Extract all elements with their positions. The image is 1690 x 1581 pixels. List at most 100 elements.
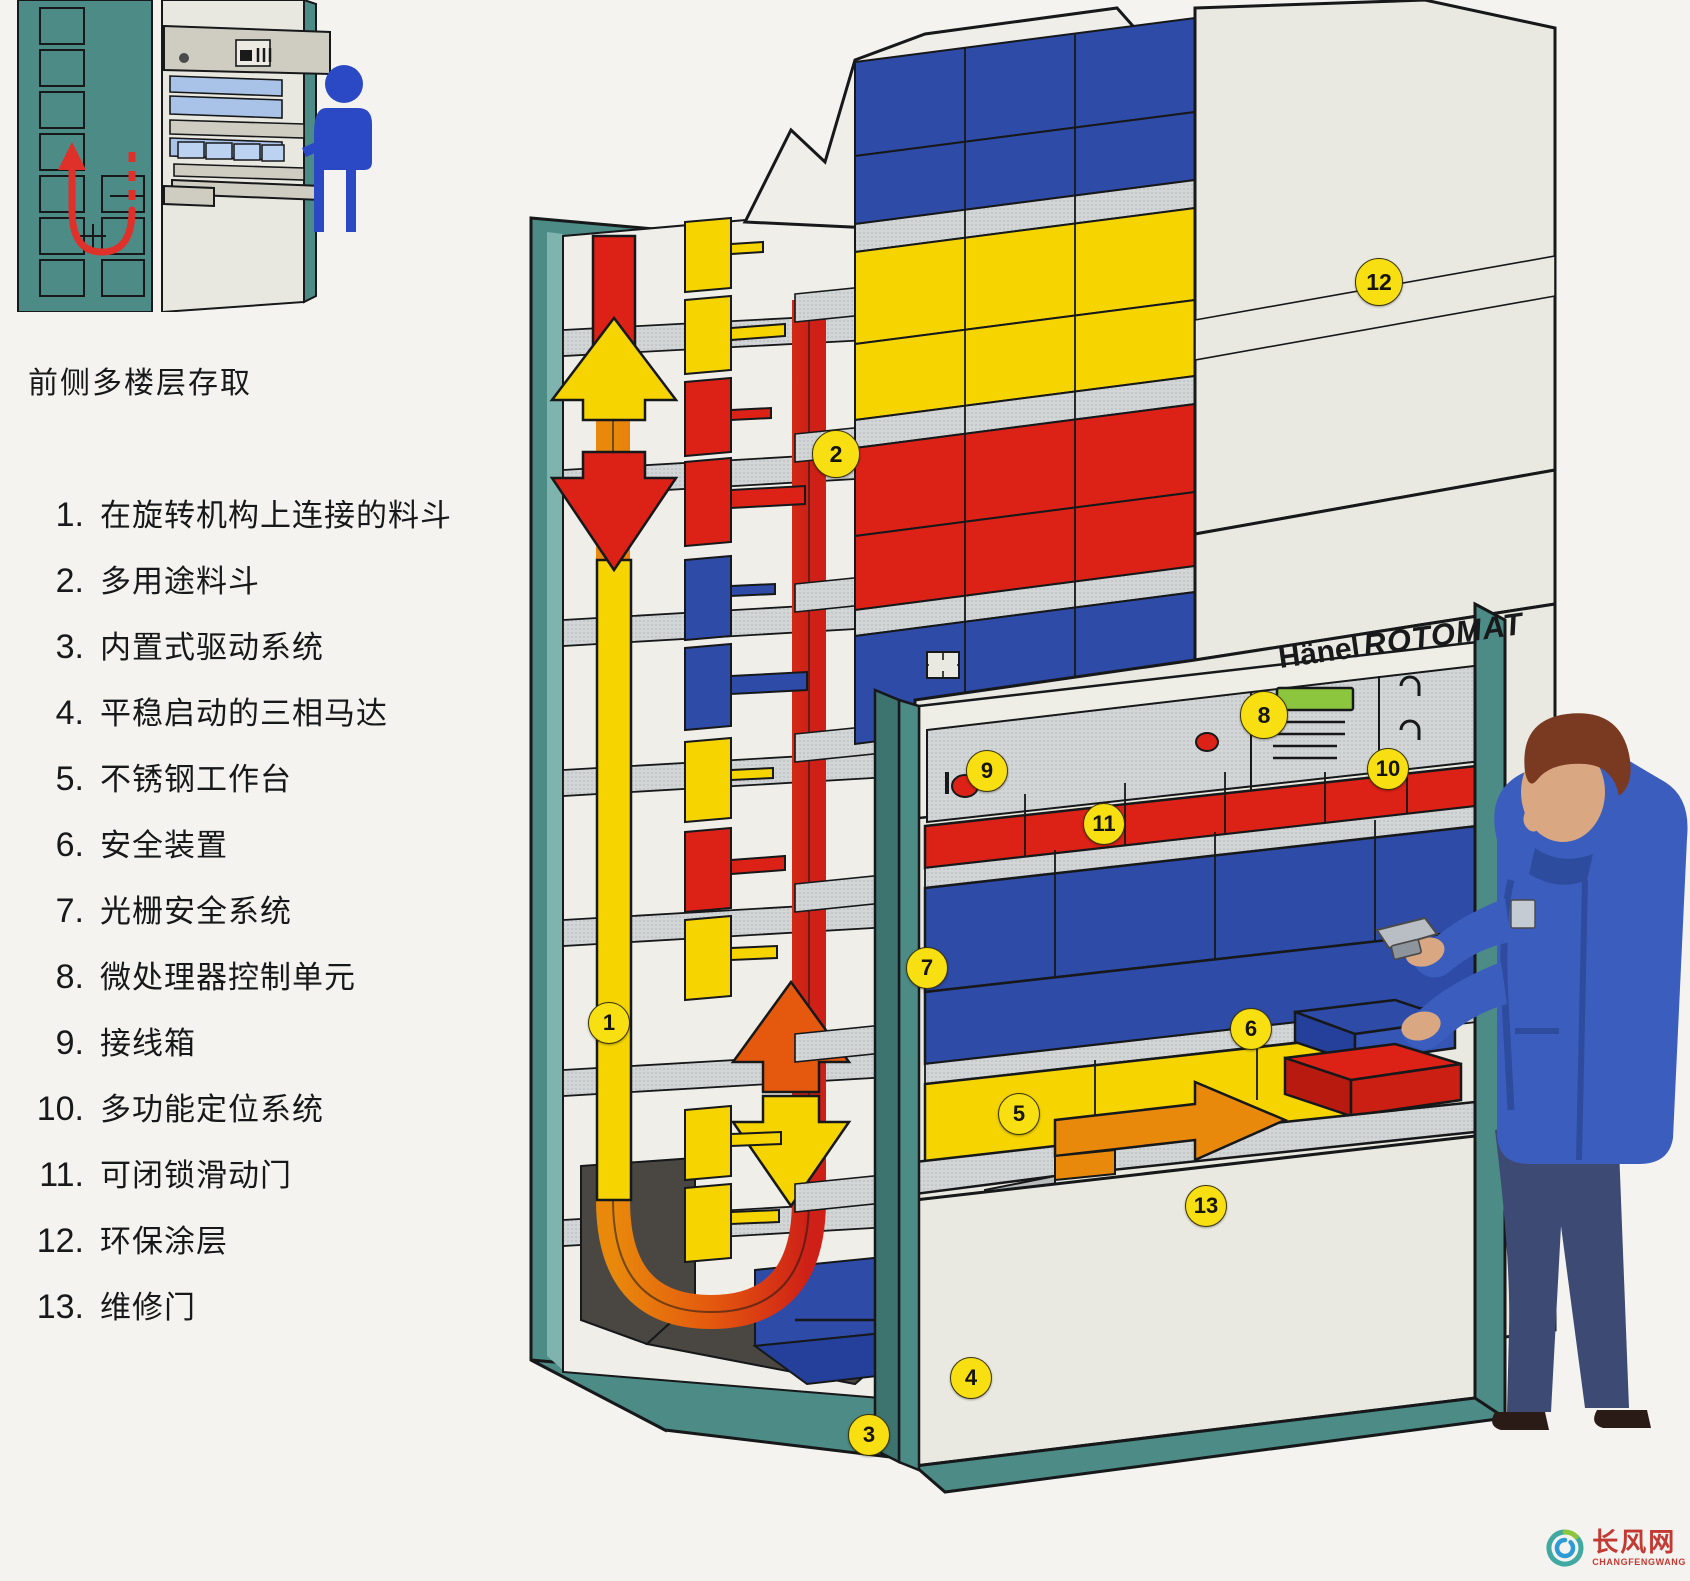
inset-shelf-tray	[173, 163, 305, 181]
inset-shelf-tray	[169, 119, 305, 139]
carrier-lip	[730, 484, 806, 510]
legend-item: 12. 环保涂层	[22, 1216, 492, 1262]
callout-8[interactable]: 8	[1240, 691, 1288, 739]
legend-item-number: 9.	[55, 1024, 84, 1062]
carrier-lip	[730, 766, 774, 782]
callout-10[interactable]: 10	[1367, 748, 1409, 790]
callout-4[interactable]: 4	[950, 1357, 992, 1399]
legend-item-number: 7.	[55, 892, 84, 930]
callout-11[interactable]: 11	[1083, 803, 1125, 845]
legend-item-number: 2.	[55, 562, 84, 600]
carrier-lip	[730, 670, 808, 696]
inset-diagram	[14, 0, 394, 314]
flow-arrowhead-up-yellow	[549, 315, 679, 422]
carrier-bin-yellow	[684, 216, 732, 294]
legend-item-label: 维修门	[100, 1290, 196, 1326]
coat-seam	[1576, 879, 1588, 1161]
worker-hand-right	[1401, 1011, 1441, 1041]
barcode-scanner	[1375, 916, 1439, 950]
worker-id-badge	[1510, 899, 1536, 929]
lcd-display	[1275, 686, 1355, 712]
legend-panel: 前侧多楼层存取 1. 在旋转机构上连接的料斗 2. 多用途料斗 3. 内置式驱动…	[22, 358, 492, 1348]
watermark-text: 长风网 CHANGFENGWANG	[1592, 1530, 1686, 1567]
legend-item: 10. 多功能定位系统	[22, 1084, 492, 1130]
legend-item-label: 接线箱	[100, 1026, 196, 1062]
inset-bin-outlines	[39, 7, 145, 297]
callout-9[interactable]: 9	[966, 750, 1008, 792]
inset-parts-boxes	[177, 141, 285, 162]
flow-arrowhead-down-yellow	[730, 1094, 852, 1209]
inset-flow-arrowhead	[58, 142, 86, 170]
callout-12[interactable]: 12	[1355, 258, 1403, 306]
safety-arrow-tail	[1054, 1148, 1116, 1182]
carrier-lip	[730, 1208, 780, 1226]
inset-operator-figure	[302, 65, 372, 232]
legend-item: 4. 平稳启动的三相马达	[22, 688, 492, 734]
legend-item-label: 多用途料斗	[100, 564, 260, 600]
legend-item-label: 光栅安全系统	[100, 894, 292, 930]
legend-item-label: 内置式驱动系统	[100, 630, 324, 666]
inset-shelf	[169, 75, 283, 97]
legend-item: 1. 在旋转机构上连接的料斗	[22, 490, 492, 536]
legend-item-number: 3.	[55, 628, 84, 666]
legend-item-label: 安全装置	[100, 828, 228, 864]
callout-5[interactable]: 5	[998, 1093, 1040, 1135]
flow-arrowhead-up-orange	[730, 979, 852, 1094]
legend-item-number: 13.	[36, 1288, 84, 1326]
callout-6[interactable]: 6	[1230, 1008, 1272, 1050]
legend-item-number: 6.	[55, 826, 84, 864]
watermark: 长风网 CHANGFENGWANG	[1545, 1528, 1686, 1568]
scanner-grip	[1390, 938, 1422, 960]
conveyor-outline	[612, 300, 810, 1314]
legend-item-label: 环保涂层	[100, 1224, 228, 1260]
inset-control-knob	[179, 53, 189, 63]
watermark-en: CHANGFENGWANG	[1592, 1556, 1686, 1567]
legend-item-number: 12.	[36, 1222, 84, 1260]
legend-title: 前侧多楼层存取	[28, 366, 252, 401]
legend-item: 7. 光栅安全系统	[22, 886, 492, 932]
legend-item-number: 8.	[55, 958, 84, 996]
carrier-lip	[730, 582, 776, 598]
legend-item-label: 可闭锁滑动门	[100, 1158, 292, 1194]
inset-display-bars	[256, 48, 272, 62]
carrier-bin-red	[684, 376, 732, 458]
callout-2[interactable]: 2	[812, 430, 860, 478]
operator-worker	[1375, 713, 1688, 1430]
inset-tray-edge	[163, 184, 215, 208]
callout-3[interactable]: 3	[848, 1414, 890, 1456]
legend-item-label: 平稳启动的三相马达	[100, 696, 388, 732]
worker-face-profile	[1523, 808, 1539, 832]
callout-1[interactable]: 1	[588, 1002, 630, 1044]
carrier-bin-red	[684, 456, 732, 548]
flow-arrow-up-yellow	[595, 558, 633, 1202]
worker-jeans	[1495, 1114, 1629, 1412]
positioning-arc-icons	[1399, 675, 1421, 740]
rotomat-cutaway-illustration: Hänel ROTOMAT	[495, 0, 1690, 1576]
carrier-bin-yellow	[684, 1104, 732, 1182]
watermark-logo-icon	[1546, 1529, 1584, 1567]
legend-item-label: 微处理器控制单元	[100, 960, 356, 996]
bin-wall-dividers	[964, 34, 1076, 742]
carrier-bin-red	[684, 826, 732, 914]
hanel-logo-badge	[926, 651, 960, 679]
inset-shelf	[169, 95, 283, 119]
carrier-bin-yellow	[684, 294, 732, 376]
callout-7[interactable]: 7	[906, 947, 948, 989]
legend-list: 1. 在旋转机构上连接的料斗 2. 多用途料斗 3. 内置式驱动系统 4. 平稳…	[22, 490, 492, 1328]
callout-13[interactable]: 13	[1185, 1185, 1227, 1227]
carrier-bin-yellow	[684, 914, 732, 1002]
legend-item-label: 不锈钢工作台	[100, 762, 292, 798]
carrier-bin-blue	[684, 554, 732, 642]
inset-flow-loop	[68, 158, 136, 256]
cabinet-wall-highlight	[547, 232, 563, 1370]
legend-item-number: 10.	[36, 1090, 84, 1128]
legend-item: 3. 内置式驱动系统	[22, 622, 492, 668]
watermark-cn: 长风网	[1592, 1527, 1677, 1558]
carrier-bin-yellow	[684, 1182, 732, 1264]
carousel-bin-column	[684, 216, 808, 1264]
legend-item-label: 在旋转机构上连接的料斗	[100, 498, 452, 534]
legend-item: 13. 维修门	[22, 1282, 492, 1328]
worker-coat	[1494, 747, 1688, 1164]
worker-shoe-left	[1492, 1412, 1549, 1430]
